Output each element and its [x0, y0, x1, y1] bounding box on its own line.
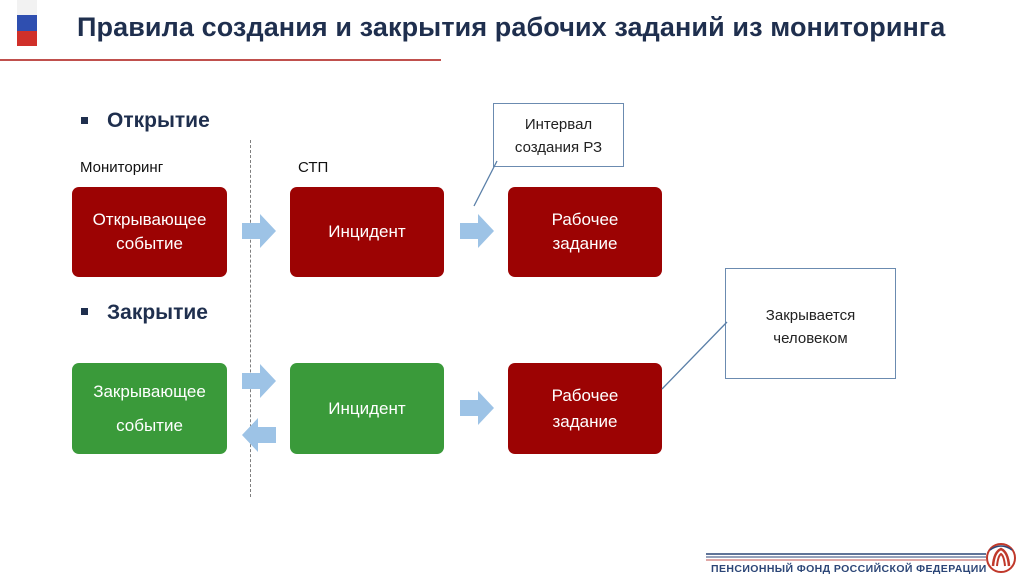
right-arrow-icon — [242, 214, 276, 248]
open-task-label: Рабочее задание — [551, 210, 619, 253]
closed-by-human-text: Закрывается человеком — [765, 307, 856, 347]
callout-connector — [661, 321, 728, 390]
open-incident-box: Инцидент — [290, 187, 444, 277]
russian-flag-icon — [17, 0, 37, 46]
opening-event-label: Открывающее событие — [92, 210, 207, 253]
bullet-icon — [81, 308, 88, 315]
left-arrow-icon — [242, 418, 276, 452]
open-task-box: Рабочее задание — [508, 187, 662, 277]
open-incident-label: Инцидент — [328, 222, 406, 241]
interval-callout-text: Интервал создания РЗ — [514, 116, 603, 156]
closing-event-label: Закрывающее событие — [93, 381, 206, 435]
bullet-icon — [81, 117, 88, 124]
column-label-monitoring: Мониторинг — [80, 159, 164, 176]
right-arrow-icon — [242, 364, 276, 398]
closed-by-human-callout: Закрывается человеком — [725, 268, 896, 379]
pension-fund-logo-icon — [986, 543, 1016, 573]
closing-event-box: Закрывающее событие — [72, 363, 227, 454]
footer-org-name: ПЕНСИОННЫЙ ФОНД РОССИЙСКОЙ ФЕДЕРАЦИИ — [711, 563, 987, 575]
column-divider — [250, 140, 251, 497]
right-arrow-icon — [460, 214, 494, 248]
footer-rule — [706, 553, 986, 561]
page-title: Правила создания и закрытия рабочих зада… — [77, 12, 946, 42]
callout-connector — [473, 160, 498, 207]
interval-callout: Интервал создания РЗ — [493, 103, 624, 167]
close-incident-box: Инцидент — [290, 363, 444, 454]
close-task-label: Рабочее задание — [551, 385, 619, 431]
column-label-stp: СТП — [298, 159, 329, 176]
close-incident-label: Инцидент — [328, 398, 406, 418]
section-heading-open: Открытие — [107, 109, 210, 132]
opening-event-box: Открывающее событие — [72, 187, 227, 277]
close-task-box: Рабочее задание — [508, 363, 662, 454]
section-heading-close: Закрытие — [107, 301, 208, 324]
title-underline — [0, 59, 441, 61]
right-arrow-icon — [460, 391, 494, 425]
